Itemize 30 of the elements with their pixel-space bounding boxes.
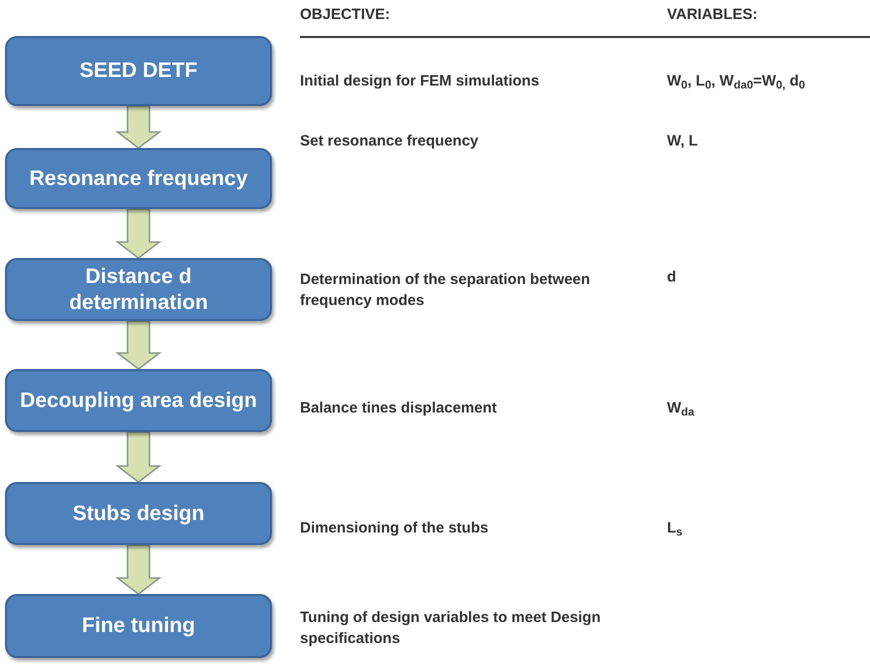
box-label: Distance d determination: [68, 264, 209, 316]
process-box: [5, 36, 272, 106]
process-box: [5, 258, 272, 321]
block-arrow: [115, 320, 162, 370]
process-box: [5, 148, 272, 209]
objective-text: Initial design for FEM simulations: [300, 72, 540, 92]
block-arrow: [115, 431, 162, 483]
column-header: OBJECTIVE:: [300, 4, 390, 25]
block-arrow: [115, 208, 162, 259]
objective-text: Dimensioning of the stubs: [300, 518, 488, 538]
process-box: [5, 594, 272, 658]
box-label: Decoupling area design: [20, 388, 257, 414]
objective-text: Tuning of design variables to meet Design specifications: [300, 608, 602, 649]
objective-text: Set resonance frequency: [300, 132, 478, 152]
process-box: [5, 482, 272, 545]
box-label: Resonance frequency: [29, 166, 248, 192]
box-label: Stubs design: [72, 500, 204, 526]
box-label: Fine tuning: [82, 613, 196, 639]
variable-list: L$_{s}$: [667, 518, 682, 538]
objective-text: Determination of the separation between frequency modes: [300, 270, 592, 311]
objective-text: Balance tines displacement: [300, 398, 497, 418]
variable-list: W$_{0}$, L$_{0}$, W$_{da0}$=W$_{0,}$ d$_{0}$: [667, 70, 806, 92]
process-box: [5, 369, 272, 432]
block-arrow: [115, 105, 162, 149]
block-arrow: [115, 544, 162, 595]
box-label: SEED DETF: [80, 58, 198, 84]
column-header: VARIABLES:: [667, 4, 758, 25]
variable-list: W, L: [667, 130, 698, 152]
variable-list: W$_{da}$: [667, 398, 694, 418]
variable-list: d: [667, 266, 676, 288]
